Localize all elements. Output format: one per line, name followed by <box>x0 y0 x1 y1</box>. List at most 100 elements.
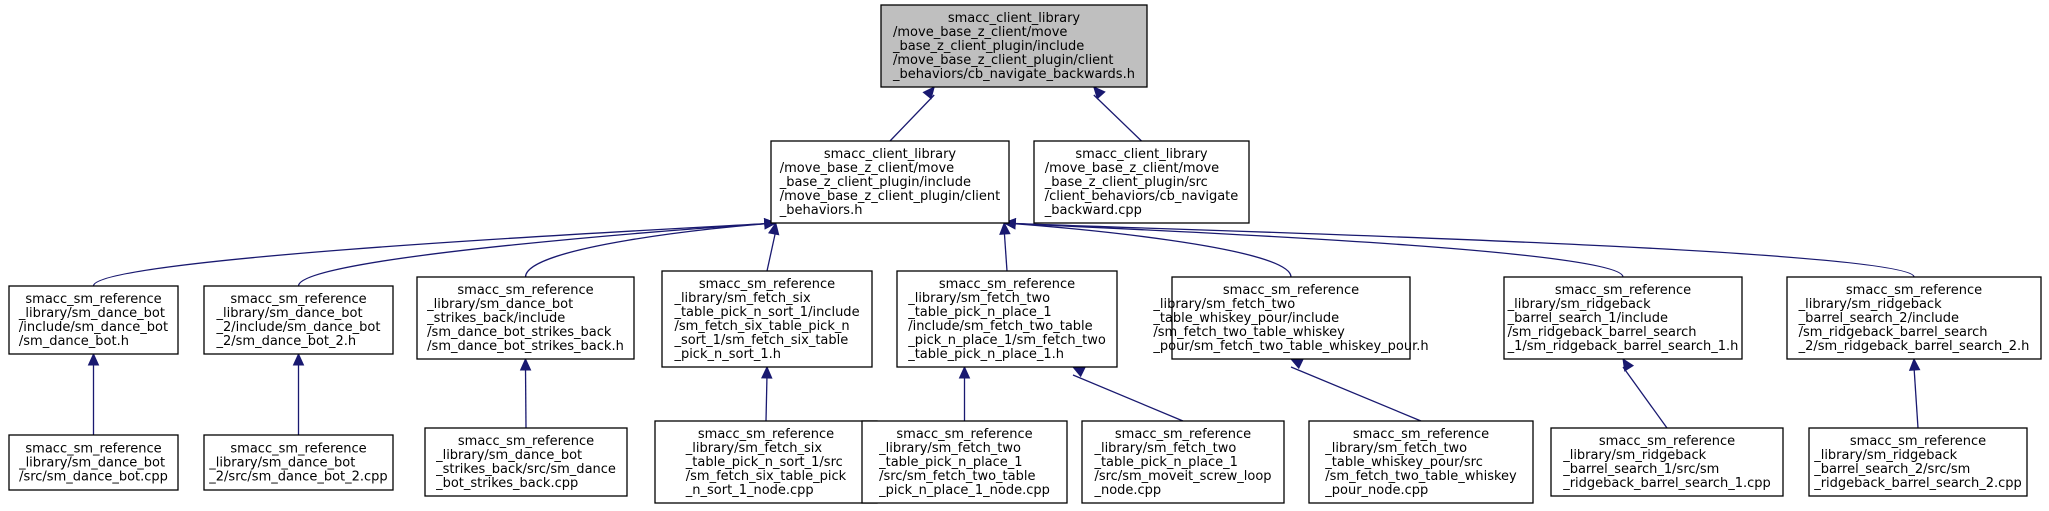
node-label-line: _library/sm_fetch_two <box>878 441 1021 456</box>
edge-line <box>1913 366 1919 429</box>
node-label-line: _table_pick_n_place_1 <box>878 455 1022 470</box>
edge-line <box>1004 222 1292 278</box>
node-label-line: _library/sm_ridgeback <box>1813 448 1957 463</box>
node-cb-navigate-backward-cpp[interactable]: smacc_client_library/move_base_z_client/… <box>1033 140 1250 224</box>
arrowhead <box>761 365 773 379</box>
node-label-line: _base_z_client_plugin/include <box>779 175 971 190</box>
node-label-line: _table_pick_n_place_1.h <box>907 347 1064 362</box>
node-label-line: _sort_1/sm_fetch_six_table <box>673 333 848 348</box>
arrowhead <box>958 365 971 379</box>
node-client-behaviors-h[interactable]: smacc_client_library/move_base_z_client/… <box>770 140 1010 224</box>
node-sm-ridgeback-1-h[interactable]: smacc_sm_reference_library/sm_ridgeback_… <box>1503 276 1743 360</box>
node-label-line: _backward.cpp <box>1044 203 1142 218</box>
node-label-line: _library/sm_dance_bot <box>208 455 355 470</box>
arrowhead <box>1908 357 1921 371</box>
node-label-line: /src/sm_moveit_screw_loop <box>1094 469 1271 484</box>
node-label-line: smacc_sm_reference <box>230 441 366 456</box>
node-label-line: _table_pick_n_sort_1/src <box>685 455 843 470</box>
node-label-line: smacc_sm_reference <box>896 427 1032 442</box>
node-label-line: smacc_sm_reference <box>25 292 161 307</box>
edge-sm-fetch-two-place-node-cpp-to-sm-fetch-two-place-h <box>958 365 971 421</box>
node-label-line: /move_base_z_client_plugin/client <box>780 189 1001 204</box>
node-sm-moveit-screw-loop-cpp[interactable]: smacc_sm_reference_library/sm_fetch_two_… <box>1081 420 1285 504</box>
node-sm-fetch-two-place-h[interactable]: smacc_sm_reference_library/sm_fetch_two _… <box>896 270 1118 368</box>
node-sm-ridgeback-2-cpp[interactable]: smacc_sm_reference_library/sm_ridgeback_… <box>1808 427 2028 497</box>
node-box <box>8 434 179 491</box>
edge-sm-fetch-two-whiskey-node-cpp-to-sm-fetch-two-whiskey-h <box>1289 358 1422 422</box>
edge-line <box>524 222 776 278</box>
node-label-line: smacc_sm_reference <box>1115 427 1251 442</box>
node-box <box>1808 427 2028 497</box>
edge-client-behaviors-h-to-root <box>889 86 935 142</box>
node-box <box>661 270 873 368</box>
node-sm-ridgeback-1-cpp[interactable]: smacc_sm_reference_library/sm_ridgeback_… <box>1550 427 1784 497</box>
node-label-line: _barrel_search_2/include <box>1798 311 1959 326</box>
edge-sm-dance-bot-strikes-back-h-to-client-behaviors-h <box>524 218 777 278</box>
edge-sm-fetch-two-place-h-to-client-behaviors-h <box>999 221 1011 272</box>
node-sm-fetch-two-place-node-cpp[interactable]: smacc_sm_reference_library/sm_fetch_two_… <box>861 420 1068 504</box>
node-sm-fetch-two-whiskey-node-cpp[interactable]: smacc_sm_reference_library/sm_fetch_two_… <box>1308 420 1534 504</box>
edge-sm-ridgeback-2-h-to-client-behaviors-h <box>1003 218 1915 278</box>
node-sm-dance-bot-strikes-back-cpp[interactable]: smacc_sm_reference_library/sm_dance_bot_… <box>424 427 628 497</box>
node-sm-dance-bot-strikes-back-h[interactable]: smacc_sm_reference_library/sm_dance_bot_… <box>416 276 635 360</box>
node-label-line: _library/sm_ridgeback <box>1507 297 1651 312</box>
node-sm-fetch-six-node-cpp[interactable]: smacc_sm_reference_library/sm_fetch_six_… <box>654 420 878 504</box>
node-label-line: _ridgeback_barrel_search_2.cpp <box>1813 476 2022 491</box>
node-label-line: _node.cpp <box>1093 483 1161 498</box>
node-sm-fetch-two-whiskey-h[interactable]: smacc_sm_reference_library/sm_fetch_two _… <box>1152 276 1429 360</box>
node-label-line: _library/sm_fetch_two <box>907 291 1050 306</box>
arrowhead <box>999 221 1011 235</box>
node-label-line: /client_behaviors/cb_navigate <box>1045 189 1239 204</box>
edge-line <box>1290 366 1422 422</box>
arrowhead <box>768 221 780 236</box>
node-label-line: /include/sm_dance_bot <box>19 320 168 335</box>
node-box <box>203 434 394 491</box>
node-label-line: _library/sm_dance_bot <box>216 306 363 321</box>
node-label-line: /move_base_z_client/move <box>780 161 954 176</box>
node-sm-fetch-six-h[interactable]: smacc_sm_reference_library/sm_fetch_six_… <box>661 270 873 368</box>
node-label-line: /move_base_z_client_plugin/client <box>893 53 1114 68</box>
node-sm-dance-bot-cpp[interactable]: smacc_sm_reference_library/sm_dance_bot/… <box>8 434 179 491</box>
edges-layer <box>87 86 1921 435</box>
edge-sm-fetch-six-node-cpp-to-sm-fetch-six-h <box>761 365 773 422</box>
node-label-line: smacc_sm_reference <box>939 277 1075 292</box>
node-box <box>424 427 628 497</box>
node-label-line: smacc_sm_reference <box>698 427 834 442</box>
node-label-line: /sm_fetch_six_table_pick_n <box>674 319 849 334</box>
arrowhead <box>519 357 532 371</box>
node-label-line: smacc_sm_reference <box>1223 283 1359 298</box>
node-label-line: _library/sm_dance_bot <box>435 448 582 463</box>
arrowhead <box>922 86 935 100</box>
node-sm-ridgeback-2-h[interactable]: smacc_sm_reference_library/sm_ridgeback_… <box>1786 276 2042 360</box>
node-label-line: /sm_dance_bot_strikes_back.h <box>427 339 624 354</box>
node-label-line: smacc_sm_reference <box>457 283 593 298</box>
node-root[interactable]: smacc_client_library/move_base_z_client/… <box>880 4 1148 88</box>
node-label-line: _library/sm_fetch_six <box>673 291 811 306</box>
arrowhead <box>87 352 100 366</box>
node-label-line: _strikes_back/src/sm_dance <box>435 462 616 477</box>
node-box <box>861 420 1068 504</box>
arrowhead <box>1093 86 1106 100</box>
node-label-line: _barrel_search_2/src/sm <box>1813 462 1970 477</box>
node-label-line: smacc_sm_reference <box>25 441 161 456</box>
edge-line <box>766 230 777 272</box>
node-sm-dance-bot-2-h[interactable]: smacc_sm_reference_library/sm_dance_bot_… <box>203 285 394 355</box>
node-label-line: _pick_n_sort_1.h <box>673 347 781 362</box>
node-label-line: smacc_client_library <box>948 11 1081 26</box>
node-label-line: _library/sm_fetch_six <box>685 441 823 456</box>
node-label-line: _behaviors.h <box>779 203 863 218</box>
node-label-line: smacc_client_library <box>824 147 957 162</box>
node-label-line: _barrel_search_1/include <box>1507 311 1668 326</box>
node-sm-dance-bot-h[interactable]: smacc_sm_reference_library/sm_dance_bot/… <box>8 285 179 355</box>
node-label-line: _library/sm_fetch_two <box>1152 297 1295 312</box>
edge-line <box>1093 94 1142 142</box>
node-label-line: _n_sort_1_node.cpp <box>685 483 814 498</box>
node-label-line: _pour/sm_fetch_two_table_whiskey_pour.h <box>1152 339 1428 354</box>
node-label-line: _1/sm_ridgeback_barrel_search_1.h <box>1507 339 1739 354</box>
edge-sm-ridgeback-2-cpp-to-sm-ridgeback-2-h <box>1908 357 1921 429</box>
arrowhead <box>292 352 305 366</box>
node-sm-dance-bot-2-cpp[interactable]: smacc_sm_reference_library/sm_dance_bot_… <box>203 434 394 491</box>
edge-line <box>765 374 768 422</box>
node-box <box>8 285 179 355</box>
